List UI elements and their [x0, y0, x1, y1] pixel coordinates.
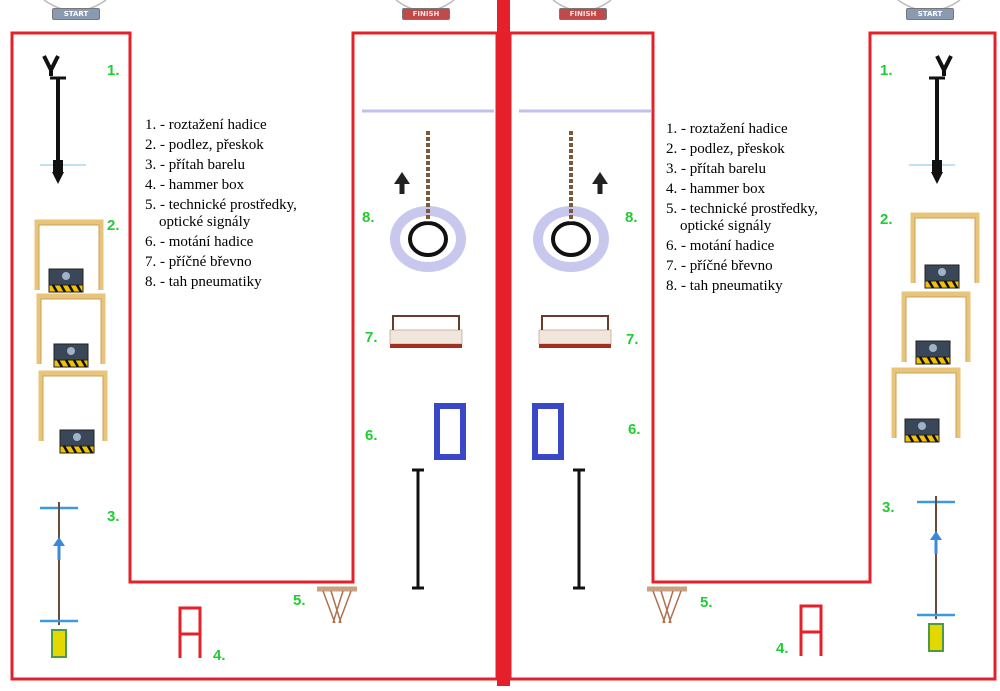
hose-roll-icon: [532, 403, 564, 460]
hammer-box-frame-icon: [178, 606, 202, 660]
station-marker-6-right: 6.: [628, 421, 641, 438]
up-arrow-icon: [394, 172, 410, 194]
hammer-box-icon: [58, 428, 96, 455]
station-marker-4-right: 4.: [776, 640, 789, 657]
station-marker-1-left: 1.: [107, 62, 120, 79]
hose-nozzle-icon: [40, 55, 86, 184]
station-marker-7-left: 7.: [365, 329, 378, 346]
beam-icon: [538, 315, 612, 349]
station-marker-5-right: 5.: [700, 594, 713, 611]
legend-item: 6. - motání hadice: [145, 234, 254, 250]
finish-sign-right: FINISH: [559, 8, 607, 20]
station-marker-2-left: 2.: [107, 217, 120, 234]
legend-left: 1. - roztažení hadice 2. - podlez, přesk…: [145, 115, 297, 292]
legend-item: 8. - tah pneumatiky: [666, 278, 783, 294]
hammer-box-icon: [52, 342, 90, 369]
up-arrow-icon: [592, 172, 608, 194]
tire-icon: [538, 211, 604, 267]
legend-item: 4. - hammer box: [666, 181, 766, 197]
legend-item: 2. - podlez, přeskok: [666, 141, 785, 157]
legend-item: 3. - přítah barelu: [145, 157, 245, 173]
beam-support-icon: [412, 468, 424, 590]
beam-support-icon: [573, 468, 585, 590]
start-sign-right: START: [906, 8, 954, 20]
barrel-icon: [38, 500, 80, 659]
legend-item: optické signály: [159, 214, 251, 230]
center-divider: [497, 0, 510, 686]
tire-icon: [395, 211, 461, 267]
hose-roll-icon: [434, 403, 466, 460]
legend-item: 5. - technické prostředky,: [145, 197, 297, 213]
station-marker-8-right: 8.: [625, 209, 638, 226]
barrel-icon: [915, 494, 957, 653]
hose-nozzle-icon: [909, 55, 955, 184]
table-icon: [317, 589, 357, 623]
legend-item: 5. - technické prostředky,: [666, 201, 818, 217]
right-track-border: [508, 31, 997, 681]
legend-item: 1. - roztažení hadice: [666, 121, 788, 137]
hammer-box-icon: [923, 263, 961, 290]
legend-item: 8. - tah pneumatiky: [145, 274, 262, 290]
start-sign-left: START: [52, 8, 100, 20]
legend-item: 6. - motání hadice: [666, 238, 775, 254]
legend-item: optické signály: [680, 218, 772, 234]
table-icon: [647, 589, 687, 623]
legend-item: 7. - příčné břevno: [145, 254, 252, 270]
station-marker-5-left: 5.: [293, 592, 306, 609]
beam-icon: [389, 315, 463, 349]
finish-sign-left: FINISH: [402, 8, 450, 20]
station-marker-3-left: 3.: [107, 508, 120, 525]
station-marker-2-right: 2.: [880, 211, 893, 228]
legend-item: 7. - příčné břevno: [666, 258, 773, 274]
hammer-box-icon: [903, 417, 941, 444]
legend-right: 1. - roztažení hadice 2. - podlez, přesk…: [666, 119, 818, 296]
legend-item: 3. - přítah barelu: [666, 161, 766, 177]
station-marker-4-left: 4.: [213, 647, 226, 664]
hammer-box-frame-icon: [799, 604, 823, 658]
station-marker-7-right: 7.: [626, 331, 639, 348]
legend-item: 2. - podlez, přeskok: [145, 137, 264, 153]
legend-item: 1. - roztažení hadice: [145, 117, 267, 133]
hammer-box-icon: [914, 339, 952, 366]
station-marker-3-right: 3.: [882, 499, 895, 516]
left-track-border: [10, 31, 499, 681]
station-marker-6-left: 6.: [365, 427, 378, 444]
station-marker-8-left: 8.: [362, 209, 375, 226]
station-marker-1-right: 1.: [880, 62, 893, 79]
hammer-box-icon: [47, 267, 85, 294]
legend-item: 4. - hammer box: [145, 177, 245, 193]
